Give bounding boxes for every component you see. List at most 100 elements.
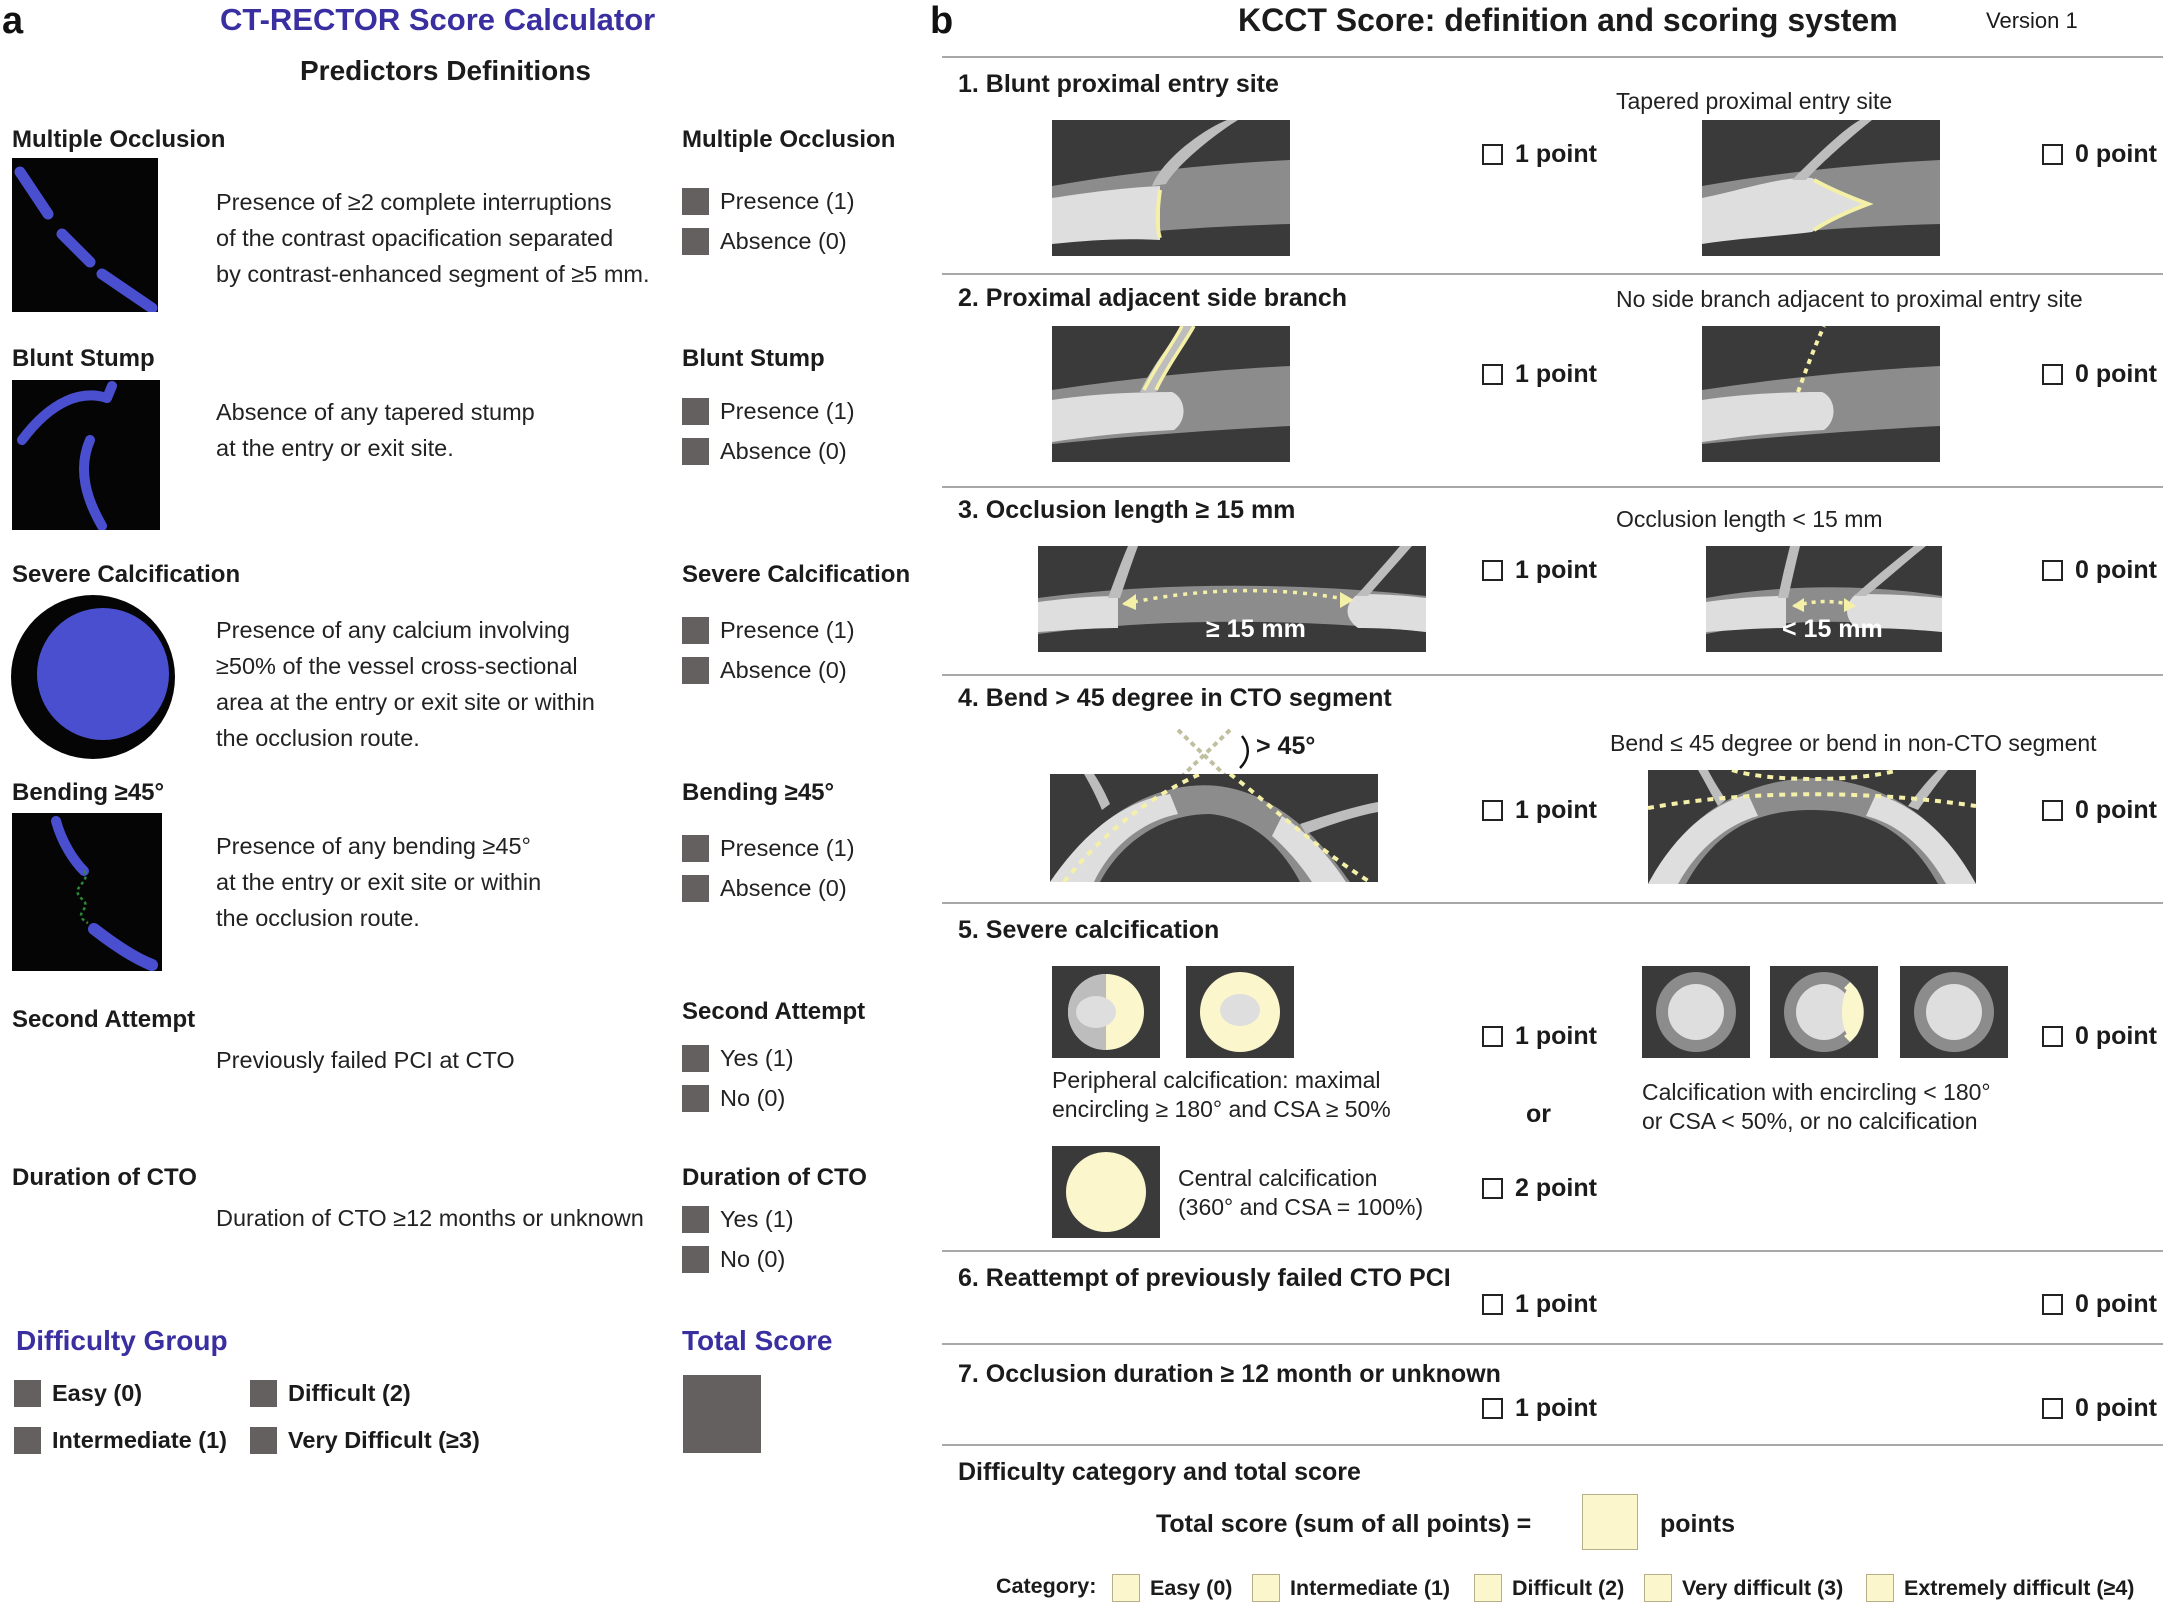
criterion-7-title: 7. Occlusion duration ≥ 12 month or unkn…: [958, 1360, 1501, 1388]
criterion-2-point-no[interactable]: 0 point: [2042, 360, 2157, 389]
criterion-3-yes-length-label: ≥ 15 mm: [1206, 615, 1306, 643]
group-easy[interactable]: Easy (0): [14, 1380, 142, 1407]
options-title-blunt-stump: Blunt Stump: [682, 345, 825, 372]
divider: [942, 1250, 2163, 1252]
option-duration-no[interactable]: No (0): [682, 1246, 785, 1273]
predictor-desc-severe-calcification: Presence of any calcium involving ≥50% o…: [216, 617, 595, 751]
category-very-difficult[interactable]: Very difficult (3): [1644, 1574, 1843, 1602]
criterion-4-title: 4. Bend > 45 degree in CTO segment: [958, 684, 1392, 712]
criterion-4-no-image: [1648, 770, 1976, 884]
criterion-5-no-image-2: [1770, 966, 1878, 1058]
option-multiple-occlusion-absence[interactable]: Absence (0): [682, 228, 847, 255]
option-duration-yes[interactable]: Yes (1): [682, 1206, 794, 1233]
criterion-2-point-yes[interactable]: 1 point: [1482, 360, 1597, 389]
criterion-4-point-yes[interactable]: 1 point: [1482, 796, 1597, 825]
divider: [942, 1343, 2163, 1345]
criterion-5-point-two[interactable]: 2 point: [1482, 1174, 1597, 1203]
option-multiple-occlusion-presence[interactable]: Presence (1): [682, 188, 855, 215]
criterion-1-title: 1. Blunt proximal entry site: [958, 70, 1279, 98]
criterion-5-central-image: [1052, 1146, 1160, 1238]
predictor-name-bending: Bending ≥45°: [12, 779, 165, 806]
options-title-second-attempt: Second Attempt: [682, 998, 866, 1025]
divider: [942, 486, 2163, 488]
group-intermediate[interactable]: Intermediate (1): [14, 1427, 227, 1454]
criterion-3-no-length-label: < 15 mm: [1782, 615, 1883, 643]
criterion-3-alt-title: Occlusion length < 15 mm: [1616, 506, 1883, 532]
option-blunt-stump-absence[interactable]: Absence (0): [682, 438, 847, 465]
total-score-label: Total score (sum of all points) =: [1156, 1510, 1532, 1538]
divider: [942, 273, 2163, 275]
category-intermediate[interactable]: Intermediate (1): [1252, 1574, 1450, 1602]
points-label: points: [1660, 1510, 1735, 1538]
total-score-title: Total Score: [682, 1325, 833, 1356]
options-title-multiple-occlusion: Multiple Occlusion: [682, 126, 896, 153]
predictor-name-second-attempt: Second Attempt: [12, 1006, 196, 1033]
criterion-3-point-no[interactable]: 0 point: [2042, 556, 2157, 585]
option-bending-absence[interactable]: Absence (0): [682, 875, 847, 902]
predictor-name-multiple-occlusion: Multiple Occlusion: [12, 126, 226, 153]
option-second-attempt-no[interactable]: No (0): [682, 1085, 785, 1112]
criterion-3-yes-image: [1038, 546, 1426, 652]
calculator-title: CT-RECTOR Score Calculator: [220, 2, 656, 37]
criterion-5-point-one[interactable]: 1 point: [1482, 1022, 1597, 1051]
options-title-duration: Duration of CTO: [682, 1164, 867, 1191]
criterion-2-no-image: [1702, 326, 1940, 462]
criterion-7-point-yes[interactable]: 1 point: [1482, 1394, 1597, 1423]
divider: [942, 902, 2163, 904]
option-severe-calcification-absence[interactable]: Absence (0): [682, 657, 847, 684]
criterion-3-title: 3. Occlusion length ≥ 15 mm: [958, 496, 1296, 524]
options-title-severe-calcification: Severe Calcification: [682, 561, 911, 588]
option-bending-presence[interactable]: Presence (1): [682, 835, 855, 862]
divider: [942, 674, 2163, 676]
criterion-5-caption-central: Central calcification (360° and CSA = 10…: [1178, 1165, 1424, 1220]
criterion-7-point-no[interactable]: 0 point: [2042, 1394, 2157, 1423]
predictor-name-blunt-stump: Blunt Stump: [12, 345, 155, 372]
criterion-1-yes-image: [1052, 120, 1290, 256]
predictors-subtitle: Predictors Definitions: [300, 55, 591, 86]
option-blunt-stump-presence[interactable]: Presence (1): [682, 398, 855, 425]
criterion-6-title: 6. Reattempt of previously failed CTO PC…: [958, 1264, 1451, 1292]
severe-calcification-image: [10, 594, 176, 760]
criterion-5-no-image-3: [1900, 966, 2008, 1058]
category-easy[interactable]: Easy (0): [1112, 1574, 1232, 1602]
version-label: Version 1: [1986, 8, 2078, 33]
category-extremely-difficult[interactable]: Extremely difficult (≥4): [1866, 1574, 2134, 1602]
group-difficult[interactable]: Difficult (2): [250, 1380, 411, 1407]
criterion-3-point-yes[interactable]: 1 point: [1482, 556, 1597, 585]
total-score-box[interactable]: [683, 1375, 761, 1453]
criterion-1-no-image: [1702, 120, 1940, 256]
predictor-desc-duration: Duration of CTO ≥12 months or unknown: [216, 1205, 644, 1231]
criterion-5-no-image-1: [1642, 966, 1750, 1058]
predictor-desc-second-attempt: Previously failed PCI at CTO: [216, 1047, 515, 1073]
total-score-input[interactable]: [1582, 1494, 1638, 1550]
options-title-bending: Bending ≥45°: [682, 779, 835, 806]
criterion-6-point-no[interactable]: 0 point: [2042, 1290, 2157, 1319]
criterion-5-peripheral-image-2: [1186, 966, 1294, 1058]
criterion-6-point-yes[interactable]: 1 point: [1482, 1290, 1597, 1319]
criterion-1-alt-title: Tapered proximal entry site: [1616, 88, 1893, 114]
summary-title: Difficulty category and total score: [958, 1458, 1361, 1486]
criterion-5-peripheral-image-1: [1052, 966, 1160, 1058]
criterion-4-angle-label: > 45°: [1256, 732, 1316, 760]
predictor-name-duration: Duration of CTO: [12, 1164, 197, 1191]
criterion-1-point-no[interactable]: 0 point: [2042, 140, 2157, 169]
criterion-2-yes-image: [1052, 326, 1290, 462]
criterion-1-point-yes[interactable]: 1 point: [1482, 140, 1597, 169]
option-second-attempt-yes[interactable]: Yes (1): [682, 1045, 794, 1072]
bending-image: [12, 813, 162, 971]
predictor-desc-multiple-occlusion: Presence of ≥2 complete interruptions of…: [216, 189, 650, 287]
criterion-5-point-no[interactable]: 0 point: [2042, 1022, 2157, 1051]
criterion-3-no-image: [1706, 546, 1942, 652]
category-difficult[interactable]: Difficult (2): [1474, 1574, 1624, 1602]
group-very-difficult[interactable]: Very Difficult (≥3): [250, 1427, 480, 1454]
criterion-4-point-no[interactable]: 0 point: [2042, 796, 2157, 825]
criterion-5-caption-peripheral: Peripheral calcification: maximal encirc…: [1052, 1067, 1391, 1122]
multiple-occlusion-image: [12, 158, 158, 312]
criterion-5-or: or: [1526, 1100, 1551, 1128]
predictor-desc-blunt-stump: Absence of any tapered stump at the entr…: [216, 399, 535, 461]
divider: [942, 1444, 2163, 1446]
criterion-2-title: 2. Proximal adjacent side branch: [958, 284, 1348, 312]
panel-b-letter: b: [930, 0, 954, 42]
option-severe-calcification-presence[interactable]: Presence (1): [682, 617, 855, 644]
predictor-desc-bending: Presence of any bending ≥45° at the entr…: [216, 833, 542, 931]
